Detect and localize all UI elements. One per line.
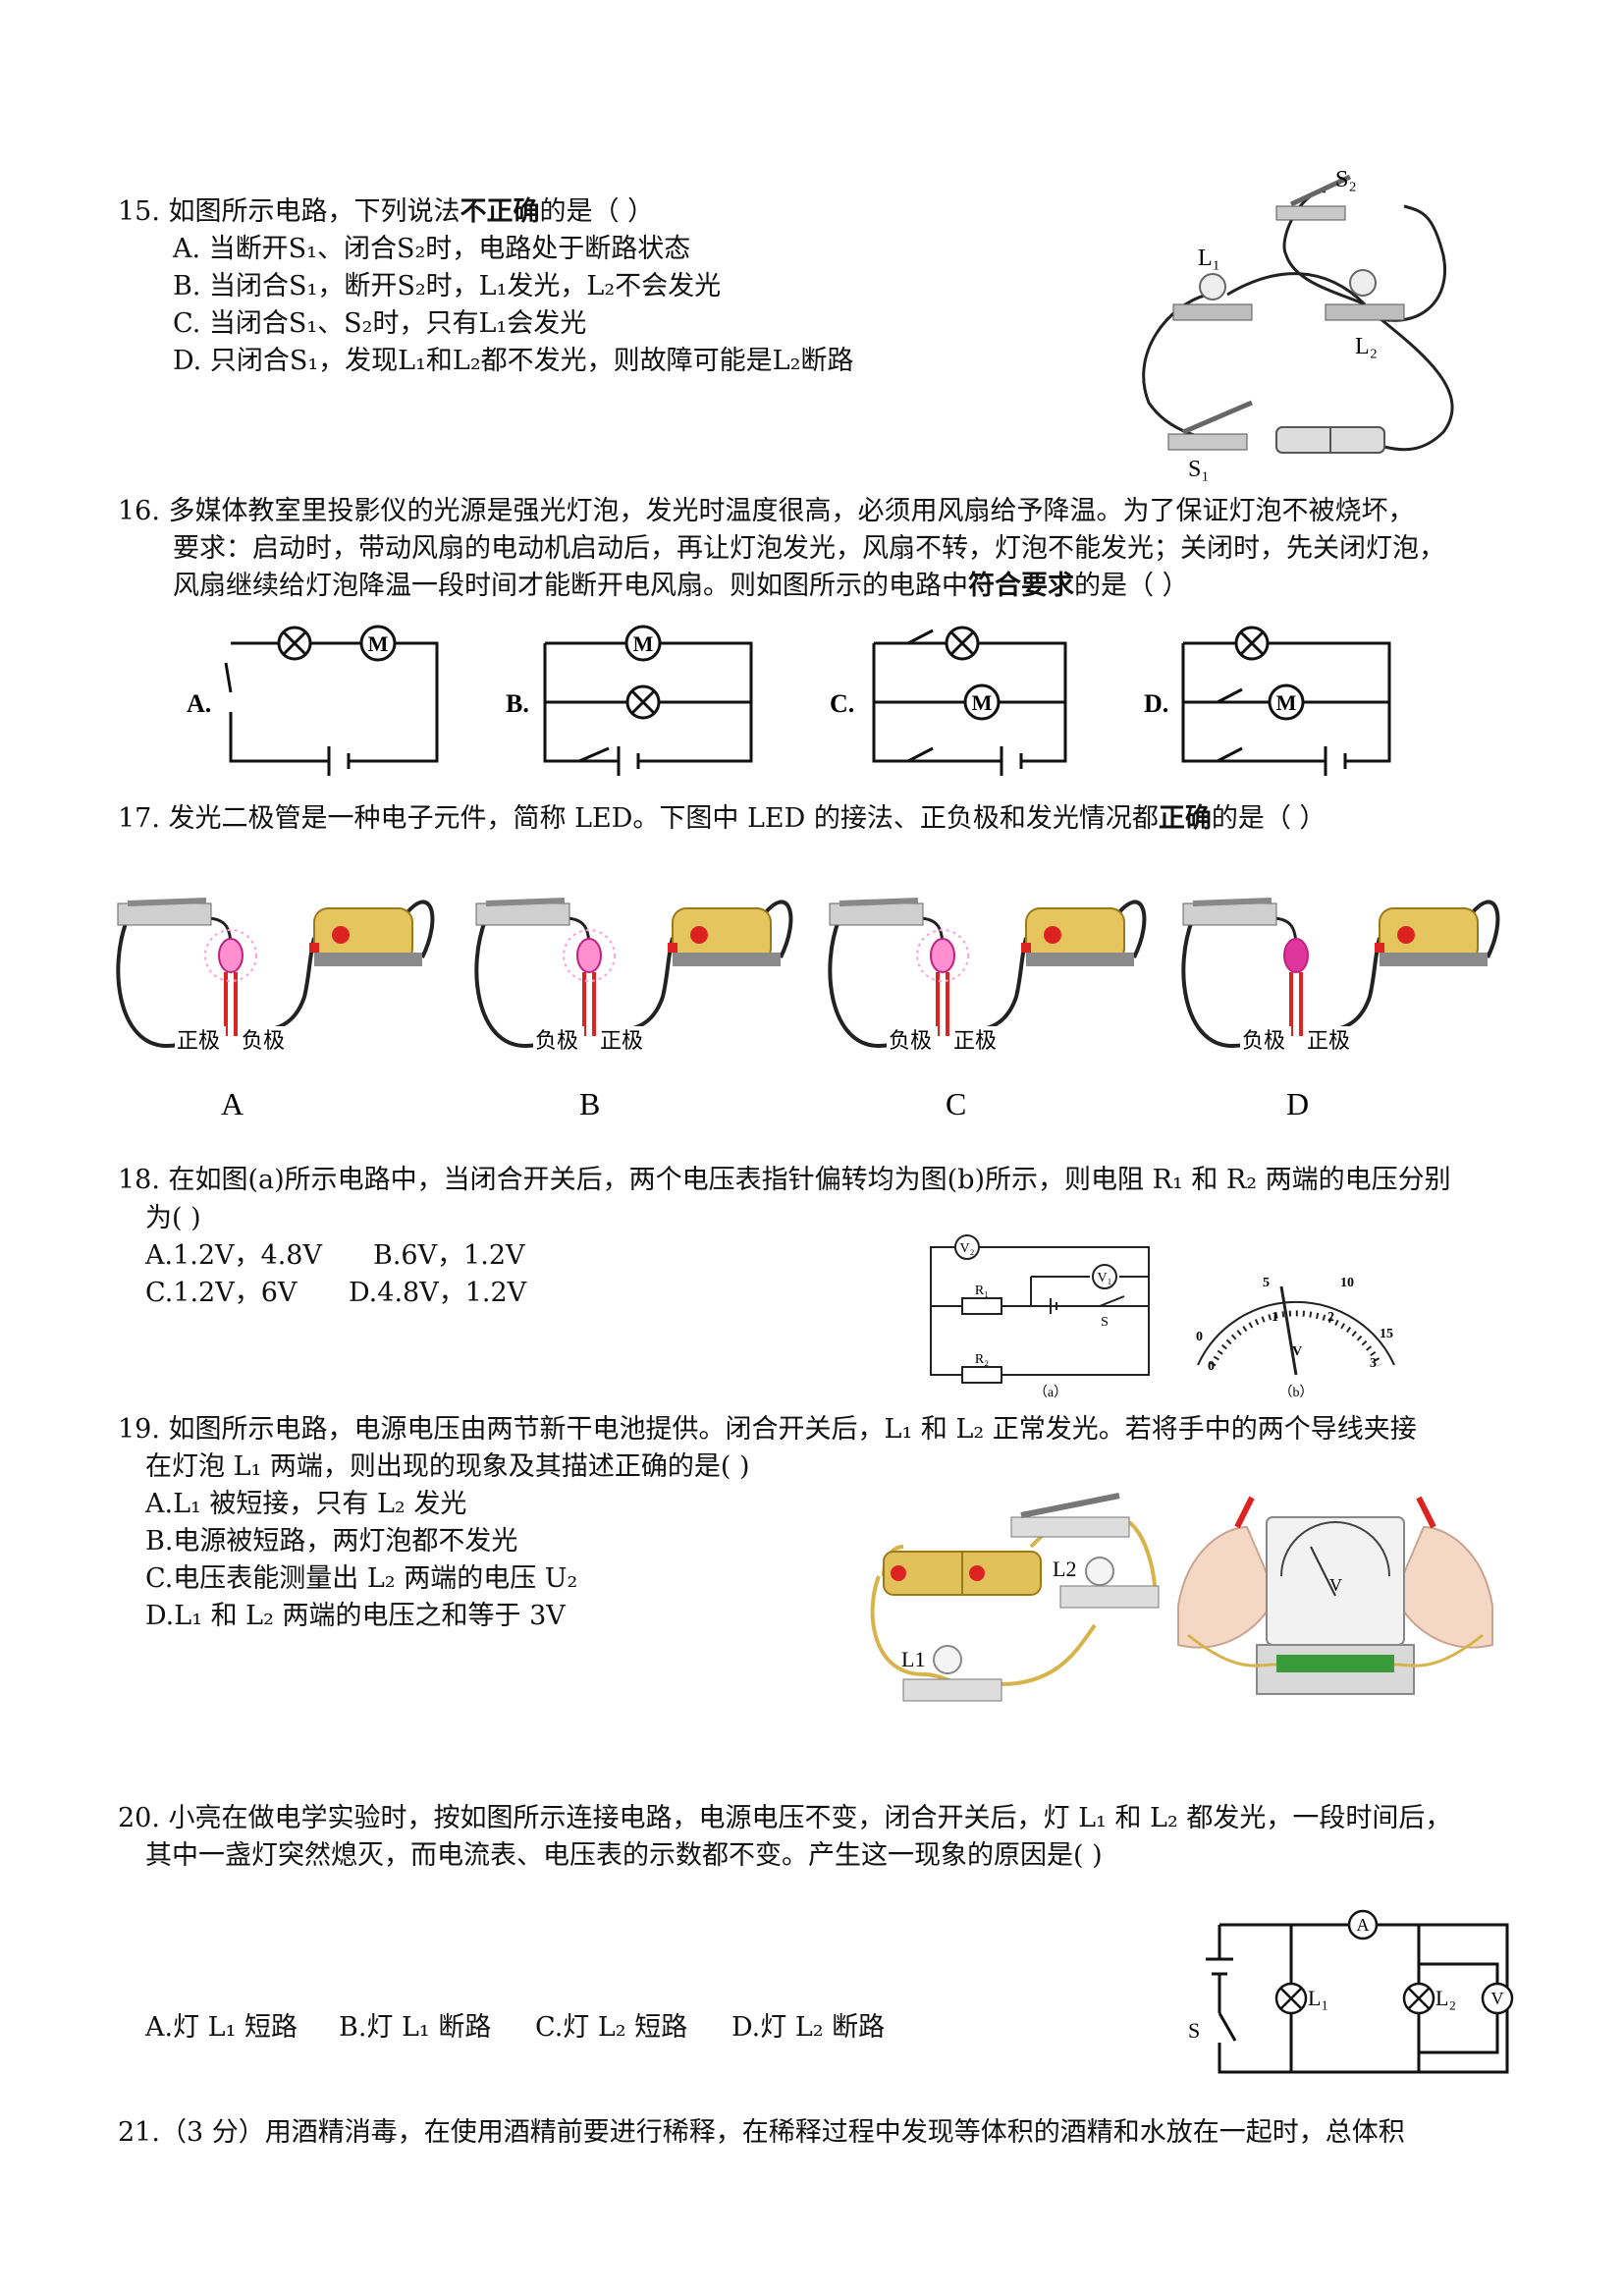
svg-text:V₂: V₂ [960,1241,975,1256]
q16-option-c: C. [830,689,854,718]
svg-text:L₂: L₂ [1355,334,1378,359]
svg-text:R₁: R₁ [975,1284,989,1298]
q20-stem-line2: 其中一盏灯突然熄灭，而电流表、电压表的示数都不变。产生这一现象的原因是( ) [145,1840,1103,1871]
svg-text:15: 15 [1380,1327,1393,1341]
q19-stem-line2: 在灯泡 L₁ 两端，则出现的现象及其描述正确的是( ) [145,1451,750,1482]
q17-pole-label-left: 负极 [535,1028,578,1053]
svg-text:A: A [1357,1915,1370,1935]
svg-text:V: V [1292,1344,1302,1359]
q16-motors [359,625,1305,721]
q20-option-d[interactable]: D.灯 L₂ 断路 [731,2012,886,2043]
q15-battery [1275,426,1385,454]
q20-circuit-diagram: A V L₁ L₂ S [1188,1909,1514,2074]
q20-stem-line1: 20. 小亮在做电学实验时，按如图所示连接电路，电源电压不变，闭合开关后，灯 L… [118,1803,1452,1833]
q15-option-a[interactable]: A. 当断开S₁、闭合S₂时，电路处于断路状态 [173,234,691,264]
svg-text:L₁: L₁ [1308,1986,1328,2010]
q19-voltmeter-with-hands: V [1177,1496,1493,1695]
q17-option-d[interactable]: 负极正极 D [1181,898,1500,1121]
q18-option-b[interactable]: B.6V，1.2V [373,1240,525,1271]
q17-pole-label-left: 正极 [177,1028,220,1053]
q19-battery [883,1551,1042,1596]
svg-text:M: M [368,631,389,656]
svg-text:10: 10 [1340,1276,1354,1290]
q19-stem-line1: 19. 如图所示电路，电源电压由两节新干电池提供。闭合开关后，L₁ 和 L₂ 正… [118,1414,1417,1445]
q19-circuit-photo: L2 L1 V [870,1493,1493,1702]
svg-text:2: 2 [1327,1310,1334,1325]
svg-text:L₁: L₁ [1198,246,1220,271]
q15-bulb-l1: L₁ [1172,246,1253,321]
svg-text:L2: L2 [1053,1557,1076,1581]
svg-text:L₂: L₂ [1435,1986,1456,2010]
svg-text:S: S [1188,2018,1200,2043]
q15-option-d[interactable]: D. 只闭合S₁，发现L₁和L₂都不发光，则故障可能是L₂断路 [173,346,854,376]
q17-pole-label-left: 负极 [889,1028,932,1053]
q16-option-d: D. [1144,689,1168,718]
q15-option-b[interactable]: B. 当闭合S₁，断开S₂时，L₁发光，L₂不会发光 [173,271,722,301]
q17-led-circuits: 正极负极A负极正极B负极正极C负极正极D [116,898,1500,1121]
q15-option-c[interactable]: C. 当闭合S₁、S₂时，只有L₁会发光 [173,308,587,339]
q17-pole-label-right: 正极 [953,1028,997,1053]
q16-stem-line2: 要求：启动时，带动风扇的电动机启动后，再让灯泡发光，风扇不转，灯泡不能发光；关闭… [173,533,1445,564]
q16-option-b: B. [506,689,529,718]
svg-text:0: 0 [1208,1359,1215,1374]
svg-text:M: M [633,631,654,656]
q17-option-letter: C [946,1086,966,1121]
q19-bulb-l2: L2 [1053,1557,1160,1609]
q17-stem: 17. 发光二极管是一种电子元件，简称 LED。下图中 LED 的接法、正负极和… [118,803,1326,834]
svg-text:3: 3 [1370,1356,1377,1371]
svg-text:（a）: （a） [1034,1385,1067,1400]
q17-pole-label-right: 正极 [600,1028,643,1053]
q18-figure: V₂ V₁ R₁ R₂ S （a） （b） 0 0 5 1 10 2 15 3 … [930,1234,1395,1400]
q18-option-a[interactable]: A.1.2V，4.8V [145,1240,322,1271]
q18-stem-line2: 为( ) [145,1203,201,1233]
svg-text:1: 1 [1272,1310,1278,1325]
q20-option-c[interactable]: C.灯 L₂ 短路 [535,2012,688,2043]
q19-option-d[interactable]: D.L₁ 和 L₂ 两端的电压之和等于 3V [145,1601,566,1631]
q20-option-b[interactable]: B.灯 L₁ 断路 [339,2012,492,2043]
q15-switch-s1: S₁ [1167,400,1253,481]
q19-bulb-l1: L1 [901,1645,1002,1702]
q17-option-c[interactable]: 负极正极 C [828,898,1147,1121]
q17-option-letter: B [579,1086,600,1121]
svg-text:5: 5 [1263,1276,1270,1290]
q16-circuit-options: M M M M A. B. C. D. [187,625,1391,776]
q15-stem: 15. 如图所示电路，下列说法不正确的是（ ） [118,196,655,227]
q15-bulb-l2: L₂ [1325,269,1405,359]
q17-pole-label-right: 正极 [1307,1028,1350,1053]
q16-option-a: A. [187,689,211,718]
svg-text:S₂: S₂ [1335,167,1357,192]
q17-option-a[interactable]: 正极负极 A [116,898,435,1121]
svg-text:M: M [972,690,993,715]
q19-switch [1010,1493,1130,1538]
svg-text:M: M [1276,690,1297,715]
svg-text:S: S [1101,1315,1109,1330]
q15-switch-s2: S₂ [1275,167,1357,221]
q19-option-b[interactable]: B.电源被短路，两灯泡都不发光 [145,1526,518,1557]
q18-option-c[interactable]: C.1.2V，6V [145,1278,298,1308]
svg-text:L1: L1 [901,1647,925,1671]
q17-pole-label-right: 负极 [242,1028,285,1053]
svg-text:V: V [1491,1989,1504,2008]
q19-option-a[interactable]: A.L₁ 被短接，只有 L₂ 发光 [145,1489,467,1519]
q17-option-letter: A [221,1086,244,1121]
q17-option-b[interactable]: 负极正极 B [474,898,793,1121]
q17-option-letter: D [1286,1086,1309,1121]
q16-lamps [277,626,1270,720]
svg-text:V: V [1329,1575,1342,1595]
q21-stem-line1: 21.（3 分）用酒精消毒，在使用酒精前要进行稀释，在稀释过程中发现等体积的酒精… [118,2117,1405,2148]
svg-text:S₁: S₁ [1188,457,1210,481]
q16-stem-line3: 风扇继续给灯泡降温一段时间才能断开电风扇。则如图所示的电路中符合要求的是（ ） [173,571,1189,601]
q17-pole-label-left: 负极 [1242,1028,1285,1053]
svg-text:（b）: （b） [1279,1385,1314,1400]
q16-stem-line1: 16. 多媒体教室里投影仪的光源是强光灯泡，发光时温度很高，必须用风扇给予降温。… [118,496,1415,526]
q20-option-a[interactable]: A.灯 L₁ 短路 [145,2012,298,2043]
q18-stem-line1: 18. 在如图(a)所示电路中，当闭合开关后，两个电压表指针偏转均为图(b)所示… [118,1165,1451,1195]
svg-text:R₂: R₂ [975,1352,989,1367]
svg-text:V₁: V₁ [1098,1271,1112,1285]
svg-text:0: 0 [1196,1330,1203,1344]
q18-voltmeter-dial: 0 0 5 1 10 2 15 3 V [1196,1276,1395,1376]
q19-option-c[interactable]: C.电压表能测量出 L₂ 两端的电压 U₂ [145,1563,578,1594]
q15-circuit-photo: S₂ L₁ L₂ S₁ [1142,167,1454,481]
q18-option-d[interactable]: D.4.8V，1.2V [349,1278,527,1308]
